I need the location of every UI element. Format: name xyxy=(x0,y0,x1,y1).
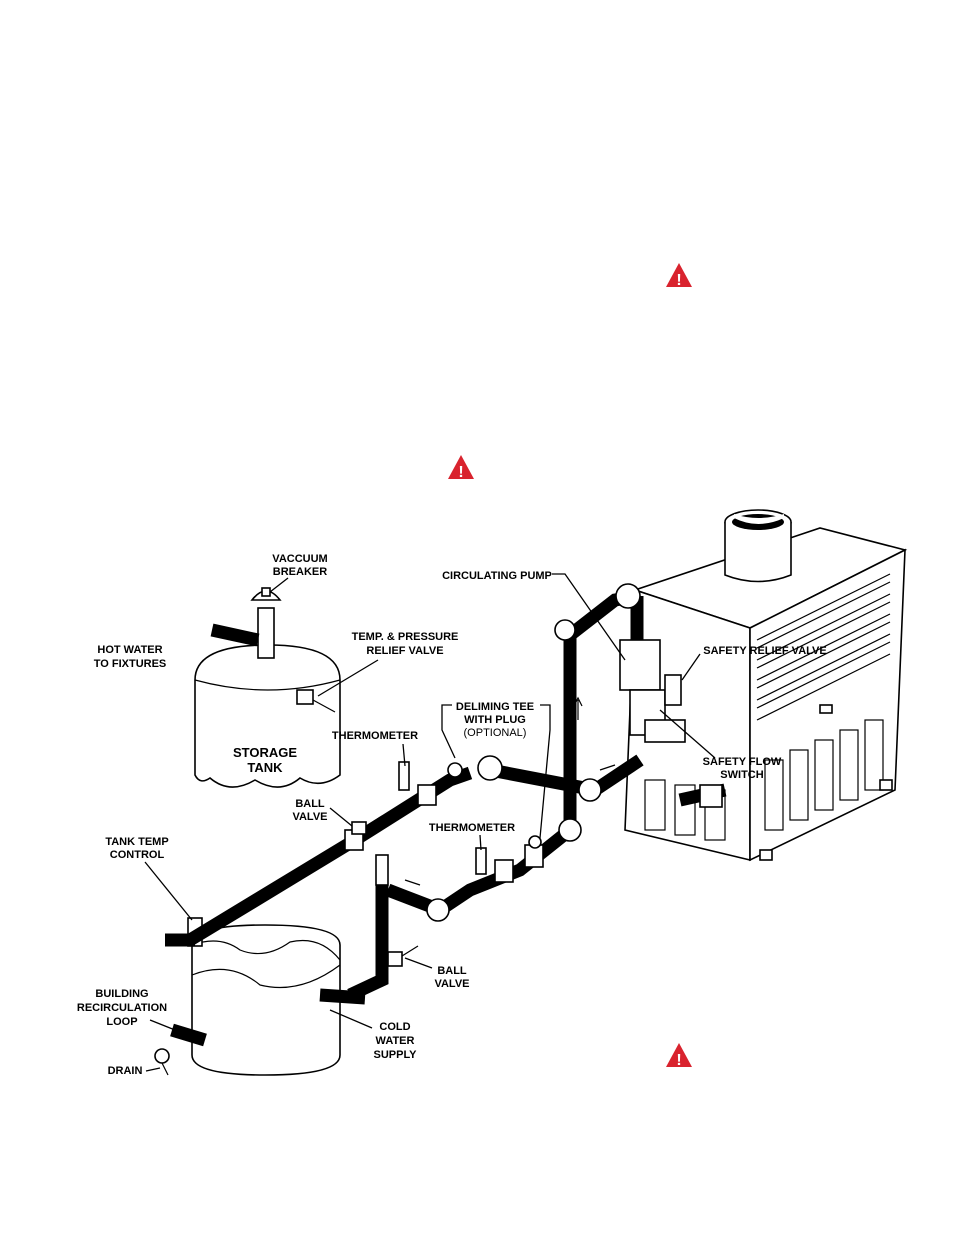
storage-tank-label: TANK xyxy=(247,760,283,775)
warning-symbol: ! xyxy=(676,1052,681,1069)
labels: VACCUUM BREAKER HOT WATER TO FIXTURES TE… xyxy=(77,553,827,1077)
storage-tank xyxy=(194,587,341,788)
warning-icon: ! xyxy=(666,1043,692,1069)
warning-icon: ! xyxy=(666,263,692,289)
vacuum-breaker-label: VACCUUM xyxy=(272,553,327,565)
thermometer-label: THERMOMETER xyxy=(429,822,515,834)
deliming-tee-label: DELIMING TEE xyxy=(456,701,534,713)
warning-symbol: ! xyxy=(458,464,463,481)
safety-relief-valve-label: SAFETY RELIEF VALVE xyxy=(703,645,826,657)
safety-flow-switch-label: SWITCH xyxy=(720,769,763,781)
vacuum-breaker-label: BREAKER xyxy=(273,566,327,578)
cold-water-label: COLD xyxy=(379,1021,410,1033)
tank-temp-control-label: TANK TEMP xyxy=(105,836,168,848)
circulating-pump-label: CIRCULATING PUMP xyxy=(442,570,552,582)
cold-water-label: WATER xyxy=(376,1035,415,1047)
building-loop-label: LOOP xyxy=(106,1016,137,1028)
tank-temp-control-label: CONTROL xyxy=(110,849,165,861)
building-loop-label: BUILDING xyxy=(95,988,148,1000)
safety-flow-switch-label: SAFETY FLOW xyxy=(703,756,782,768)
deliming-tee-label: WITH PLUG xyxy=(464,714,526,726)
cold-water-label: SUPPLY xyxy=(373,1049,417,1061)
storage-tank-label: STORAGE xyxy=(233,745,297,760)
thermometer-label: THERMOMETER xyxy=(332,730,418,742)
hot-water-label: HOT WATER xyxy=(97,644,162,656)
fittings xyxy=(214,583,723,967)
ball-valve-label: BALL xyxy=(437,965,467,977)
building-loop-label: RECIRCULATION xyxy=(77,1002,167,1014)
indirect-tank xyxy=(154,917,366,1076)
warning-symbol: ! xyxy=(676,272,681,289)
tp-relief-valve-label: RELIEF VALVE xyxy=(366,645,443,657)
ball-valve-label: VALVE xyxy=(434,978,469,990)
ball-valve-label: VALVE xyxy=(292,811,327,823)
tp-relief-valve-label: TEMP. & PRESSURE xyxy=(352,631,459,643)
deliming-tee-label: (OPTIONAL) xyxy=(464,727,527,739)
drain-label: DRAIN xyxy=(108,1065,143,1077)
warning-icon: ! xyxy=(448,455,474,481)
ball-valve-label: BALL xyxy=(295,798,325,810)
hot-water-label: TO FIXTURES xyxy=(94,658,167,670)
